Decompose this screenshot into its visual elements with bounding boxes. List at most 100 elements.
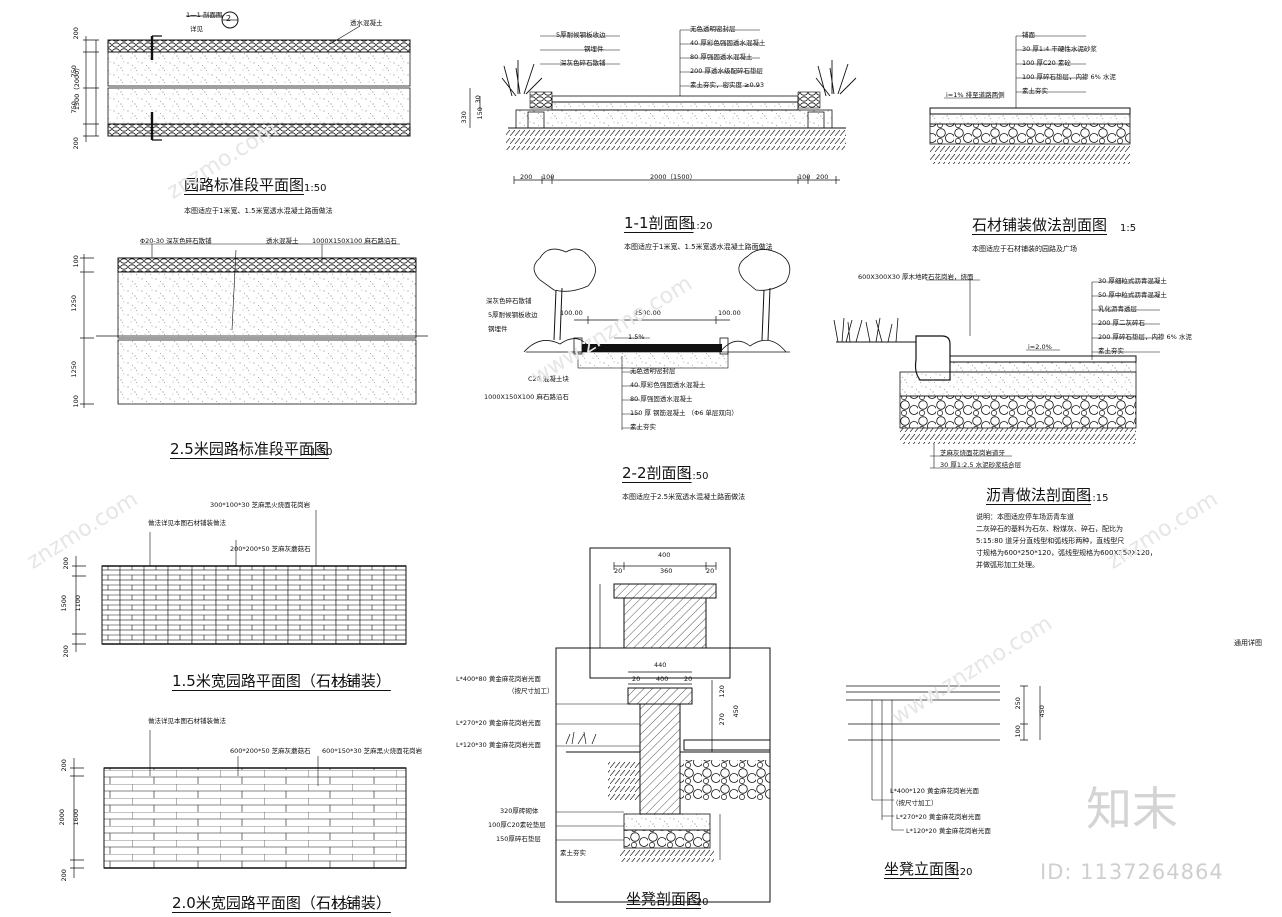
plan-std-dim-4: 200 [71, 137, 80, 150]
bench-sec-dim-7: 20 [684, 675, 693, 683]
asphalt-desc-1: 二灰碎石的基料为石灰、粉煤灰、碎石，配比为 [976, 525, 1123, 533]
stone-label-3: 100 厚碎石垫层，内掺 6% 水泥 [1022, 73, 1116, 81]
asphalt-desc-0: 说明：本图适应停车场沥青车道 [976, 513, 1074, 521]
sec-22-dim-1: 2500.00 [634, 309, 661, 317]
plan-20-dim-3: 200 [59, 869, 68, 882]
sec-22-scale: 1:50 [686, 471, 709, 482]
sec-11-dimh-2: 2000（1500） [650, 173, 697, 181]
plan-std-note: 本图适应于1米宽、1.5米宽透水混凝土路面做法 [184, 207, 333, 215]
watermark-id: ID: 1137264864 [1040, 860, 1224, 884]
general-detail-label: 通用详图 [1234, 639, 1262, 647]
asphalt-label-5: 素土夯实 [1098, 347, 1124, 355]
sec-22-title: 2-2剖面图 [622, 464, 692, 482]
plan-15-dim-2: 1100 [74, 594, 83, 612]
stone-scale: 1:5 [1120, 223, 1137, 234]
bench-sec-label-4: 320厚砖砌体 [500, 807, 539, 815]
sec-11-dimh-0: 200 [520, 173, 533, 181]
bench-elev-label-3: L*120*20 黄金麻花岗岩光面 [906, 827, 991, 835]
plan-25-dim-2: 1250 [70, 360, 79, 378]
bench-elev-title: 坐凳立面图 [884, 860, 960, 878]
plan-15-label-0: 做法详见本图石材铺装做法 [148, 519, 226, 527]
bench-sec-dim-3: 20 [706, 567, 715, 575]
stone-label-4: 素土夯实 [1022, 87, 1048, 95]
plan-15-scale: 1:50 [332, 679, 355, 690]
sec-22-slope: 1.5% [628, 333, 645, 341]
stone-note: 本图适应于石材铺装的园路及广场 [972, 245, 1077, 253]
plan-std-label-2: 透水混凝土 [350, 19, 383, 27]
stone-label-1: 30 厚1:4 干硬性水泥砂浆 [1022, 45, 1097, 53]
sec-11-right-0: 无色透明密封层 [690, 25, 736, 33]
bench-elev-scale: 1:20 [950, 867, 973, 878]
sec-22-dim-0: 100.00 [560, 309, 583, 317]
stone-label-0: 铺面 [1022, 31, 1035, 39]
asphalt-scale: 1:15 [1086, 493, 1109, 504]
plan-20-title: 2.0米宽园路平面图（石材铺装） [172, 894, 391, 912]
bench-elev-dim-0: 250 [1013, 697, 1022, 710]
plan-std-callout: 2 [226, 14, 232, 23]
asphalt-desc-4: 并做弧形加工处理。 [976, 561, 1039, 569]
stone-title: 石材铺装做法剖面图 [972, 216, 1108, 234]
sec-22-right-2: 80 厚强固透水混凝土 [630, 395, 693, 403]
sec-11-right-3: 200 厚透水级配碎石垫层 [690, 67, 763, 75]
plan-std-label-1: 详见 [190, 25, 203, 33]
plan-25-label-2: 1000X150X100 麻石路沿石 [312, 237, 397, 245]
sec-11-left-2: 深灰色碎石散铺 [560, 59, 606, 67]
watermark-logo: 知末 [1086, 782, 1178, 836]
sec-22-left-3: C20 混凝土块 [528, 375, 569, 383]
sec-22-right-0: 无色透明密封层 [630, 367, 676, 375]
plan-25-dim-3: 100 [71, 395, 80, 408]
bench-sec-label-7: 素土夯实 [560, 849, 586, 857]
asphalt-title: 沥青做法剖面图 [986, 486, 1092, 504]
sec-11-right-4: 素土夯实，密实度 ≥0.93 [690, 81, 764, 89]
sec-22-right-4: 素土夯实 [630, 423, 656, 431]
bench-sec-dim-2: 360 [660, 567, 673, 575]
plan-15-dim-3: 200 [61, 645, 70, 658]
bench-sec-label-1: （按尺寸加工） [508, 687, 554, 695]
sec-11-dimh-1: 100 [542, 173, 555, 181]
plan-15-dim-1: 1500 [60, 594, 69, 612]
sec-11-left-0: 5厚耐候钢板收边 [556, 31, 606, 39]
plan-std-title: 园路标准段平面图 [184, 176, 305, 194]
sec-22-left-0: 深灰色碎石散铺 [486, 297, 532, 305]
bench-sec-dim-5: 20 [632, 675, 641, 683]
bench-sec-label-2: L*270*20 黄金麻花岗岩光面 [456, 719, 541, 727]
sec-22-right-3: 150 厚 钢筋混凝土 （Φ6 单层双向） [630, 409, 738, 417]
plan-15-label-1: 300*100*30 芝麻黑火烧面花岗岩 [210, 501, 311, 509]
bench-sec-dim-4: 440 [654, 661, 667, 669]
bench-sec-dim-1: 20 [614, 567, 623, 575]
bench-sec-label-5: 100厚C20素砼垫层 [488, 821, 546, 829]
asphalt-bottom-0: 芝麻灰烧面花岗岩道牙 [940, 449, 1005, 457]
sec-22-dim-2: 100.00 [718, 309, 741, 317]
plan-25-drawing [80, 243, 428, 408]
sec-11-scale: 1:20 [690, 221, 713, 232]
bench-sec-dim-8: 120 [717, 685, 726, 698]
plan-20-dim-1: 2000 [58, 808, 67, 826]
bench-elev-label-0: L*400*120 黄金麻花岗岩光面 [890, 787, 980, 795]
sec-11-dimv-2: 330 [459, 111, 468, 124]
sec-11-title: 1-1剖面图 [624, 214, 694, 232]
sec-22-note: 本图适应于2.5米宽透水混凝土路面做法 [622, 493, 746, 501]
bench-sec-dim-0: 400 [658, 551, 671, 559]
bench-sec-label-6: 150厚碎石垫层 [496, 835, 541, 843]
bench-sec-title: 坐凳剖面图 [626, 890, 702, 908]
sec-11-left-1: 钢埋件 [584, 45, 604, 53]
bench-sec-label-3: L*120*30 黄金麻花岗岩光面 [456, 741, 541, 749]
plan-25-dim-1: 1250 [70, 294, 79, 312]
bench-sec-dim-10: 450 [731, 705, 740, 718]
sec-22-right-1: 40 厚彩色强固透水混凝土 [630, 381, 706, 389]
sec-22-drawing [523, 248, 791, 430]
asphalt-label-1: 50 厚中粒式沥青混凝土 [1098, 291, 1167, 299]
bench-sec-label-0: L*400*80 黄金麻花岗岩光面 [456, 675, 541, 683]
plan-20-dim-2: 1600 [72, 808, 81, 826]
bench-elev-dim-2: 450 [1037, 705, 1046, 718]
stone-label-2: 100 厚C20 素砼 [1022, 59, 1071, 67]
asphalt-label-2: 乳化沥青透层 [1098, 305, 1137, 313]
plan-20-dim-0: 200 [59, 759, 68, 772]
sec-22-left-1: 5厚耐候钢板收边 [488, 311, 538, 319]
plan-20-label-1: 600*200*50 芝麻灰蘑菇石 [230, 747, 311, 755]
asphalt-label-4: 200 厚碎石垫层，内掺 6% 水泥 [1098, 333, 1192, 341]
plan-25-label-0: Φ20-30 深灰色碎石散铺 [140, 237, 212, 245]
bench-sec-scale: 1:20 [686, 897, 709, 908]
plan-20-scale: 1:50 [332, 901, 355, 912]
